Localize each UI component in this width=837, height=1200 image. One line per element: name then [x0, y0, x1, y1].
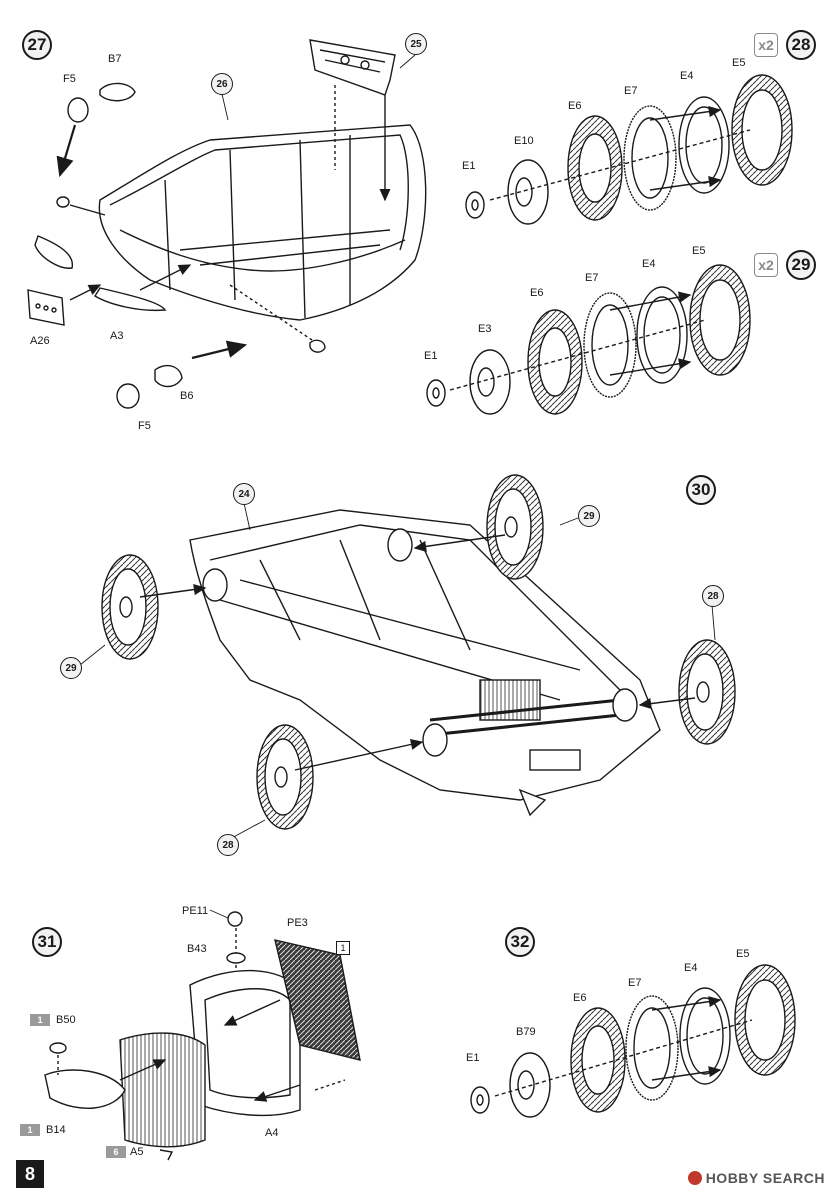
- part-label-b7: B7: [108, 53, 122, 65]
- part-label-b43: B43: [187, 943, 207, 955]
- watermark: HOBBY SEARCH: [687, 1170, 825, 1186]
- part-label-32-b79: B79: [516, 1026, 536, 1038]
- part-label-28-e1: E1: [462, 160, 476, 172]
- step27-drawing: [27, 39, 427, 409]
- watermark-logo-icon: [687, 1171, 702, 1185]
- ref-circle-28-right: 28: [702, 585, 724, 607]
- part-label-28-e5: E5: [732, 57, 746, 69]
- part-label-b50: B50: [56, 1014, 76, 1026]
- step-number-31: 31: [32, 927, 62, 957]
- part-label-29-e4: E4: [642, 258, 656, 270]
- step-number-30: 30: [686, 475, 716, 505]
- ref-circle-24: 24: [233, 483, 255, 505]
- part-label-a3: A3: [110, 330, 124, 342]
- step-number-29: 29: [786, 250, 816, 280]
- watermark-text: HOBBY SEARCH: [705, 1170, 825, 1186]
- step32-drawing: [470, 964, 796, 1118]
- part-label-28-e7: E7: [624, 85, 638, 97]
- part-label-28-e4: E4: [680, 70, 694, 82]
- part-label-pe11: PE11: [182, 905, 209, 917]
- step30-drawing: [101, 474, 736, 830]
- part-label-f5-top: F5: [63, 73, 76, 85]
- page-number: 8: [16, 1160, 44, 1188]
- part-label-b14: B14: [46, 1124, 66, 1136]
- part-label-28-e10: E10: [514, 135, 534, 147]
- ref-circle-29-right: 29: [578, 505, 600, 527]
- part-label-29-e7: E7: [585, 272, 599, 284]
- part-label-a5: A5: [130, 1146, 144, 1158]
- step31-drawing: [44, 911, 361, 1161]
- sprue-badge-b14: 1: [20, 1124, 40, 1136]
- part-label-b6: B6: [180, 390, 194, 402]
- part-label-29-e6: E6: [530, 287, 544, 299]
- part-label-28-e6: E6: [568, 100, 582, 112]
- ref-circle-28-left: 28: [217, 834, 239, 856]
- step28-drawing: [465, 74, 793, 225]
- sprue-badge-b50: 1: [30, 1014, 50, 1026]
- sprue-badge-pe3: 1: [336, 941, 350, 955]
- quantity-badge-29: x2: [754, 253, 778, 277]
- part-label-32-e4: E4: [684, 962, 698, 974]
- step-number-32: 32: [505, 927, 535, 957]
- ref-circle-25: 25: [405, 33, 427, 55]
- sprue-badge-a5: 6: [106, 1146, 126, 1158]
- part-label-pe3: PE3: [287, 917, 308, 929]
- part-label-32-e5: E5: [736, 948, 750, 960]
- part-label-29-e3: E3: [478, 323, 492, 335]
- ref-circle-26: 26: [211, 73, 233, 95]
- part-label-a26: A26: [30, 335, 50, 347]
- step29-drawing: [426, 264, 751, 415]
- step-number-27: 27: [22, 30, 52, 60]
- part-label-a4: A4: [265, 1127, 279, 1139]
- step-number-28: 28: [786, 30, 816, 60]
- part-label-32-e7: E7: [628, 977, 642, 989]
- part-label-29-e1: E1: [424, 350, 438, 362]
- quantity-badge-28: x2: [754, 33, 778, 57]
- ref-circle-29-left: 29: [60, 657, 82, 679]
- part-label-32-e6: E6: [573, 992, 587, 1004]
- part-label-29-e5: E5: [692, 245, 706, 257]
- part-label-32-e1: E1: [466, 1052, 480, 1064]
- part-label-f5-bottom: F5: [138, 420, 151, 432]
